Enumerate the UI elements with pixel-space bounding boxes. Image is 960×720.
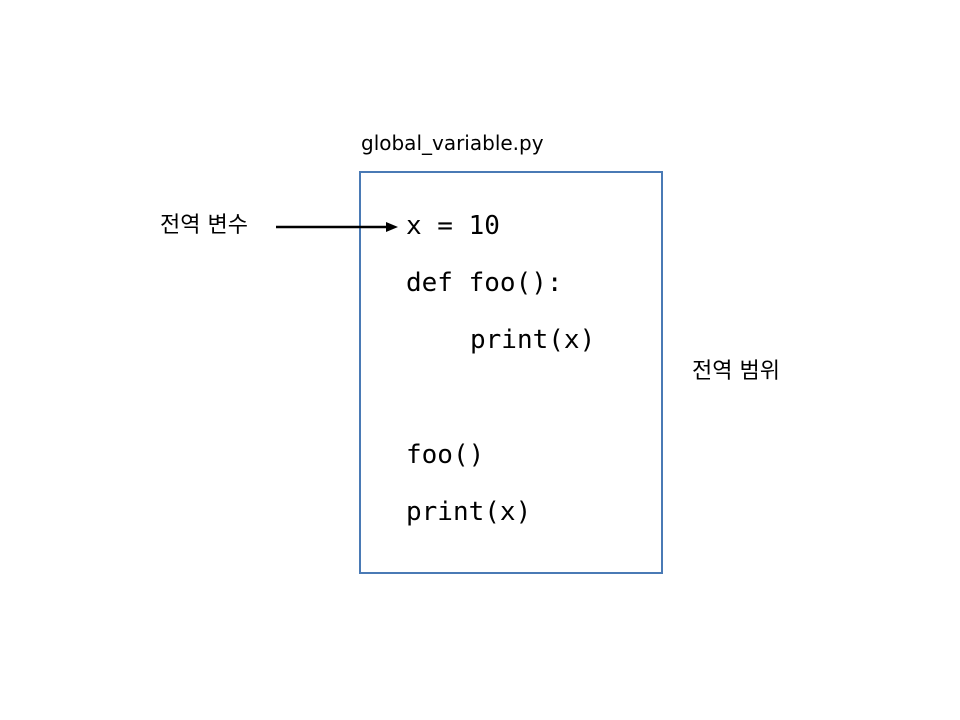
global-variable-label: 전역 변수 — [160, 213, 248, 238]
file-name: global_variable.py — [361, 131, 544, 155]
code-line-call: foo() — [406, 440, 485, 470]
global-scope-label: 전역 범위 — [692, 359, 780, 384]
global-scope-box — [359, 171, 663, 574]
code-line-print-outer: print(x) — [406, 497, 532, 527]
code-line-def: def foo(): — [406, 268, 563, 298]
code-line-assignment: x = 10 — [406, 211, 500, 241]
arrow-icon — [276, 222, 398, 232]
code-line-print-inner: print(x) — [470, 325, 596, 355]
